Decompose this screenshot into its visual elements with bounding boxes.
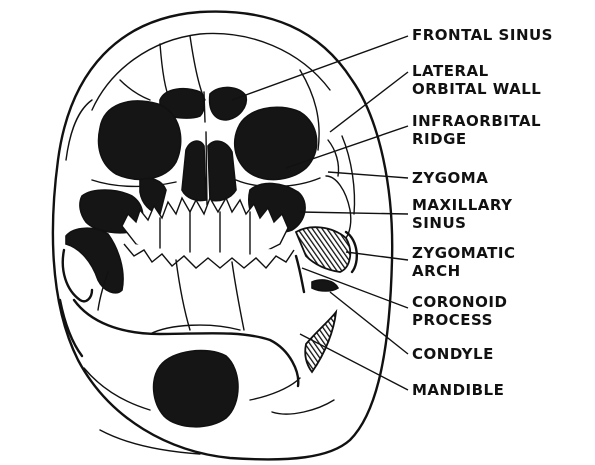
label-condyle: CONDYLE <box>412 345 494 363</box>
leader-zygomatic-arch <box>346 252 408 260</box>
nasal-cavity <box>182 132 236 205</box>
teeth <box>122 198 294 330</box>
label-lateral-orbital-wall: LATERAL ORBITAL WALL <box>412 62 541 98</box>
labels: FRONTAL SINUS LATERAL ORBITAL WALL INFRA… <box>412 26 553 399</box>
leader-zygoma <box>328 172 408 178</box>
label-maxillary-sinus: MAXILLARY SINUS <box>412 196 518 232</box>
label-coronoid-process: CORONOID PROCESS <box>412 293 513 329</box>
leader-lateral-orbital-wall <box>330 72 408 132</box>
foramen-magnum <box>154 351 238 427</box>
label-frontal-sinus: FRONTAL SINUS <box>412 26 553 44</box>
label-infraorbital-ridge: INFRAORBITAL RIDGE <box>412 112 547 148</box>
leader-frontal-sinus <box>232 36 408 100</box>
label-zygomatic-arch: ZYGOMATIC ARCH <box>412 244 521 280</box>
label-zygoma: ZYGOMA <box>412 169 488 187</box>
leader-condyle <box>330 292 408 354</box>
label-mandible: MANDIBLE <box>412 381 504 399</box>
